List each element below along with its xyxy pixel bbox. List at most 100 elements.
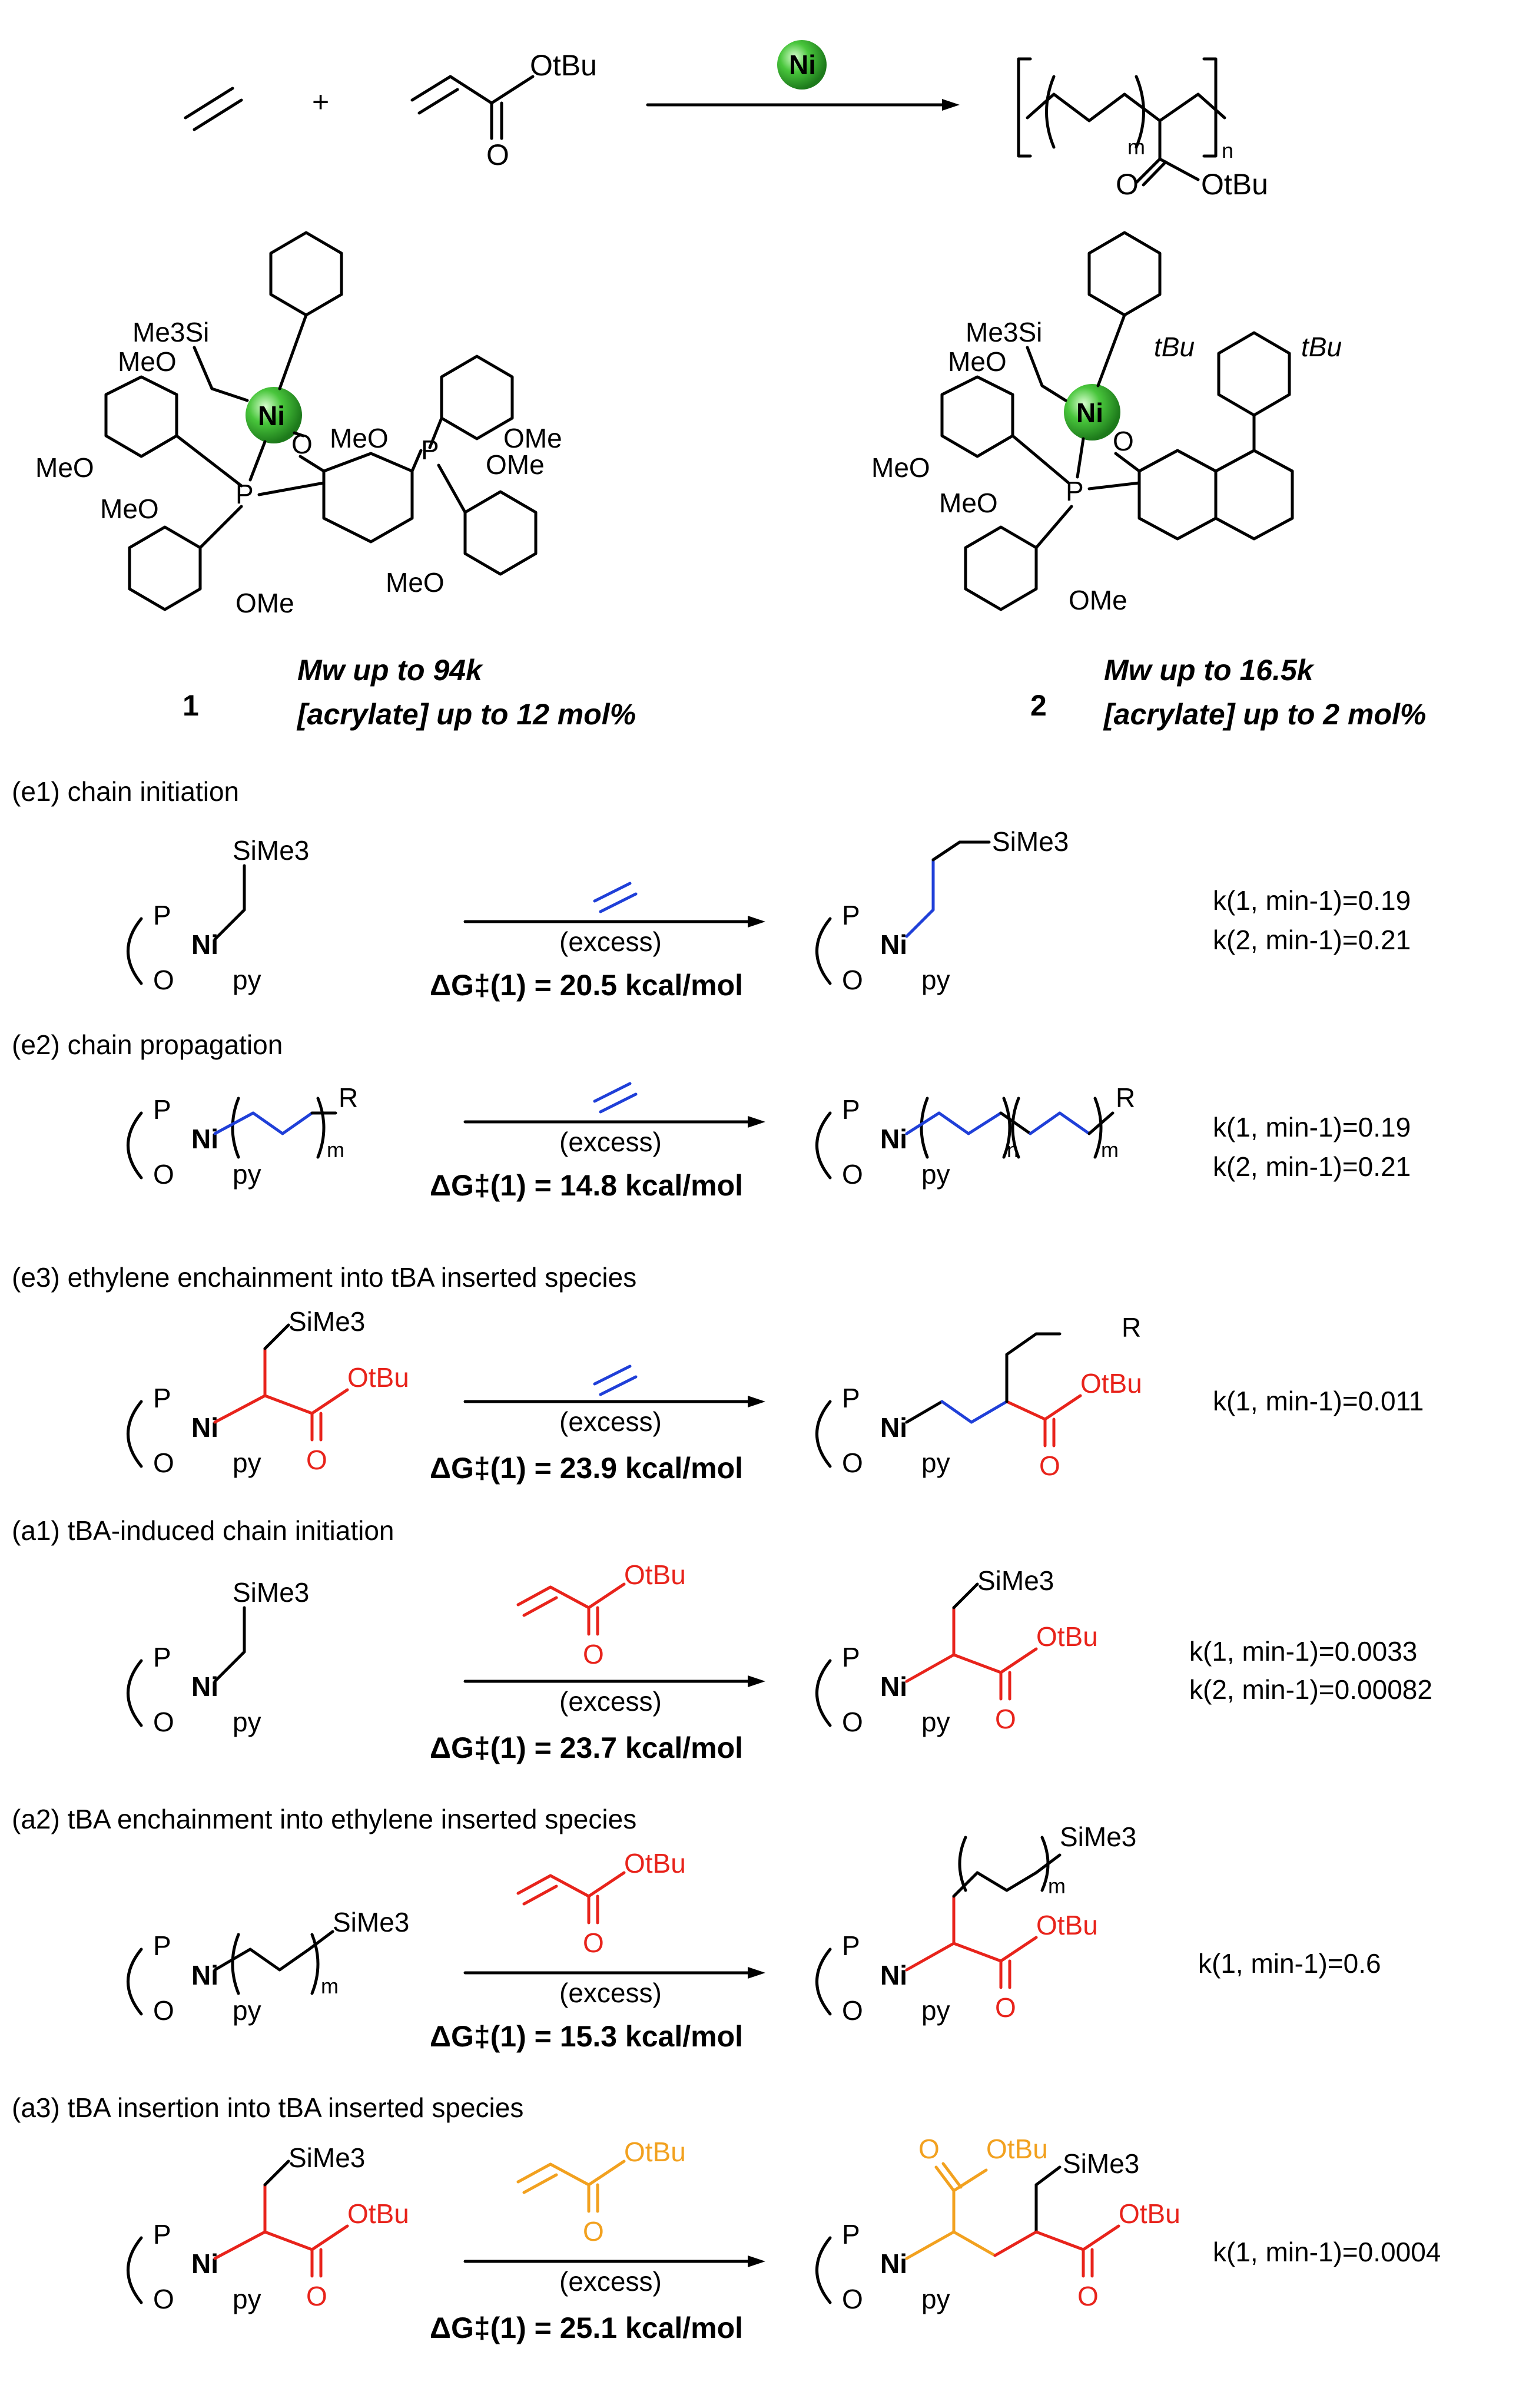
right-complex: P Ni O py n m R <box>815 1082 1135 1190</box>
step-a1: (a1) tBA-induced chain initiation P Ni O… <box>12 1515 1432 1764</box>
meo-label-3: MeO <box>100 493 159 524</box>
condition-label: (excess) <box>559 926 662 957</box>
subscript-m: m <box>321 1974 339 1998</box>
rate-constant-1: k(1, min-1)=0.19 <box>1213 1112 1411 1142</box>
carbonyl-o: O <box>1077 2281 1099 2311</box>
catalyst-1-structure: Ni Me3Si O P P MeO MeO MeO OMe MeO OMe M… <box>35 231 562 618</box>
catalyst-2-id: 2 <box>1030 689 1047 722</box>
activation-energy: ΔG‡(1) = 15.3 kcal/mol <box>430 2020 743 2053</box>
meo-label-2: MeO <box>35 452 94 483</box>
subscript-m: m <box>1101 1138 1119 1162</box>
carbonyl-o: O <box>1039 1450 1060 1481</box>
rate-constant-2: k(2, min-1)=0.21 <box>1213 925 1411 955</box>
carbonyl-o: O <box>583 2216 604 2247</box>
sime3-group: SiMe3 <box>1063 2148 1139 2179</box>
me3si-label: Me3Si <box>966 317 1042 347</box>
ome-label-2: OMe <box>503 423 562 453</box>
tba-reagent: O OtBu <box>516 1559 686 1670</box>
py-ligand: py <box>921 1995 950 2026</box>
left-complex: P Ni O py m SiMe3 <box>127 1907 409 2026</box>
sime3-group: SiMe3 <box>992 826 1069 857</box>
sime3-group: SiMe3 <box>233 835 309 866</box>
p-atom: P <box>153 1383 171 1413</box>
o-atom: O <box>153 1448 174 1478</box>
meo-label-1: MeO <box>118 346 177 377</box>
step-a2: (a2) tBA enchainment into ethylene inser… <box>12 1804 1381 2053</box>
ni-atom: Ni <box>191 929 218 960</box>
top-reaction-arrow: Ni <box>646 40 960 111</box>
copolymer-product: m n O OtBu <box>1017 57 1268 201</box>
o-atom: O <box>153 1995 174 2026</box>
catalyst-1-acrylate: [acrylate] up to 12 mol% <box>296 698 636 731</box>
catalyst-2-structure: Ni Me3Si O P MeO MeO MeO OMe tBu tBu <box>871 231 1342 615</box>
meo-label-4: MeO <box>330 423 389 453</box>
me3si-label: Me3Si <box>132 317 209 347</box>
o-atom: O <box>842 965 863 995</box>
rate-constant-1: k(1, min-1)=0.0033 <box>1189 1636 1417 1667</box>
tbu-label-1: tBu <box>1154 332 1195 362</box>
meo-label-2: MeO <box>871 452 930 483</box>
carbonyl-o: O <box>918 2134 940 2164</box>
py-ligand: py <box>921 1448 950 1478</box>
p-atom: P <box>842 2219 860 2250</box>
condition-label: (excess) <box>559 1978 662 2008</box>
p-label-right: P <box>421 435 439 465</box>
condition-label: (excess) <box>559 1127 662 1157</box>
polymer-carbonyl-o: O <box>1116 168 1139 201</box>
catalyst-2-acrylate: [acrylate] up to 2 mol% <box>1103 698 1426 731</box>
o-atom: O <box>842 1995 863 2026</box>
p-atom: P <box>153 1642 171 1672</box>
carbonyl-o: O <box>995 1992 1016 2023</box>
ome-label: OMe <box>1069 585 1127 615</box>
py-ligand: py <box>233 1159 261 1190</box>
py-ligand: py <box>921 965 950 995</box>
step-title: (a3) tBA insertion into tBA inserted spe… <box>12 2092 523 2123</box>
p-atom: P <box>153 1930 171 1961</box>
catalyst-2-mw: Mw up to 16.5k <box>1104 654 1315 687</box>
ester-group: OtBu <box>986 2134 1048 2164</box>
p-atom: P <box>153 900 171 930</box>
ni-atom: Ni <box>880 1671 907 1702</box>
meo-label-1: MeO <box>948 346 1007 377</box>
sime3-group: SiMe3 <box>1060 1821 1136 1852</box>
carbonyl-o: O <box>995 1704 1016 1734</box>
ni-atom: Ni <box>191 1960 218 1990</box>
ester-group: OtBu <box>347 1362 409 1393</box>
right-complex: P Ni O py SiMe3 <box>815 826 1069 995</box>
subscript-n: n <box>1007 1138 1019 1162</box>
py-ligand: py <box>921 1707 950 1737</box>
ni-catalyst-label: Ni <box>789 49 816 80</box>
right-complex: P Ni O py m SiMe3 O OtBu <box>815 1821 1136 2026</box>
step-a3: (a3) tBA insertion into tBA inserted spe… <box>12 2092 1441 2344</box>
p-atom: P <box>842 1383 860 1413</box>
py-ligand: py <box>233 1995 261 2026</box>
left-complex: P Ni O py m R <box>127 1082 358 1190</box>
ester-group: OtBu <box>1119 2198 1180 2229</box>
polymer-ester-label: OtBu <box>1201 168 1268 201</box>
p-atom: P <box>153 2219 171 2250</box>
sime3-group: SiMe3 <box>288 2142 365 2173</box>
ni-atom: Ni <box>880 929 907 960</box>
subscript-m: m <box>1048 1874 1066 1898</box>
step-e3: (e3) ethylene enchainment into tBA inser… <box>12 1262 1424 1485</box>
sime3-group: SiMe3 <box>288 1306 365 1337</box>
rate-constant-1: k(1, min-1)=0.6 <box>1198 1948 1381 1979</box>
ome-label-1: OMe <box>236 588 294 618</box>
rate-constant-2: k(2, min-1)=0.21 <box>1213 1151 1411 1182</box>
step-title: (a1) tBA-induced chain initiation <box>12 1515 394 1546</box>
step-title: (a2) tBA enchainment into ethylene inser… <box>12 1804 636 1834</box>
tbu-label-2: tBu <box>1301 332 1342 362</box>
ni-atom: Ni <box>880 1124 907 1154</box>
meo-label-3: MeO <box>939 488 998 518</box>
ni-atom: Ni <box>191 1124 218 1154</box>
o-atom: O <box>842 1159 863 1190</box>
ni-atom: Ni <box>880 1412 907 1443</box>
activation-energy: ΔG‡(1) = 14.8 kcal/mol <box>430 1169 743 1202</box>
activation-energy: ΔG‡(1) = 23.9 kcal/mol <box>430 1452 743 1485</box>
step-title: (e1) chain initiation <box>12 776 239 807</box>
meo-label-5: MeO <box>386 567 445 598</box>
right-complex: P Ni O py O OtBu SiMe3 O OtBu <box>815 2134 1180 2314</box>
condition-label: (excess) <box>559 1406 662 1437</box>
py-ligand: py <box>921 1159 950 1190</box>
tba-reagent: O OtBu <box>516 1848 686 1958</box>
